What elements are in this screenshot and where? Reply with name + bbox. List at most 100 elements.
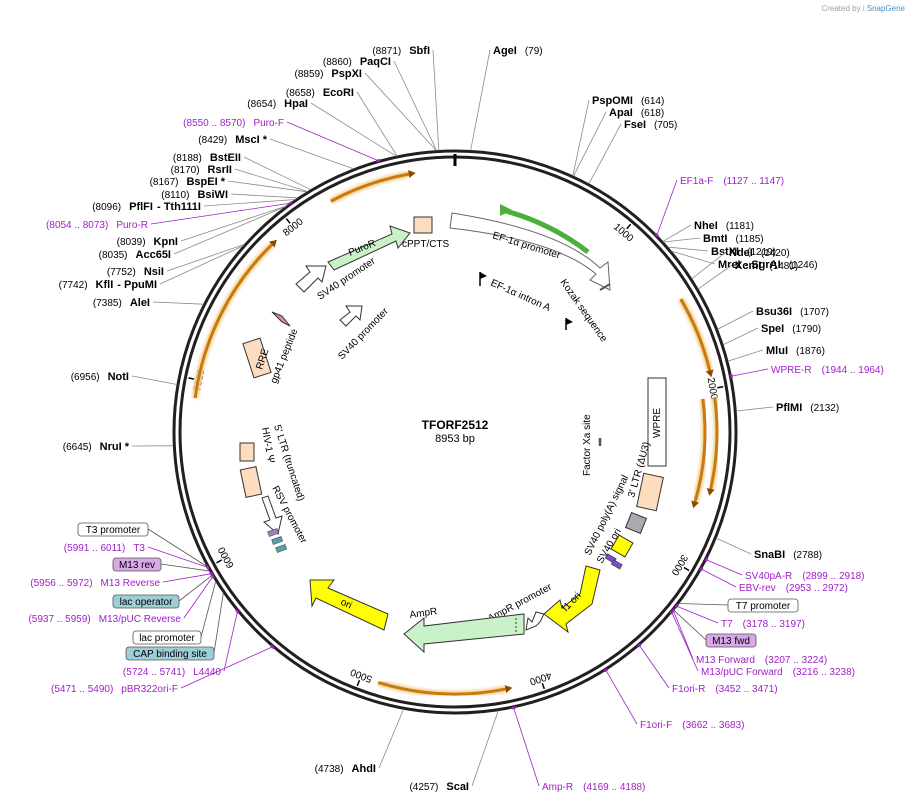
primer-leader-1 [731, 369, 768, 376]
ef1a-intron-label: EF-1α intron A [489, 278, 552, 314]
primer-range: (3207 .. 3224) [765, 655, 827, 666]
primer-range: (2899 .. 2918) [802, 571, 864, 582]
primer-mark-2 [706, 558, 708, 562]
boxed-feature-label: lac operator [120, 597, 173, 608]
site-label: (7742)KflI- PpuMI [59, 279, 157, 291]
site-name: NdeI [729, 247, 753, 259]
site-leader-33 [394, 61, 437, 151]
primer-leader-0 [657, 180, 677, 235]
primer-range: (5956 .. 5972) [30, 578, 92, 589]
site-label: (6956)NotI [71, 371, 129, 383]
small-feature-cluster-left [268, 528, 287, 552]
primer-leader-2 [706, 560, 742, 575]
site-label: (7385)AleI [93, 297, 150, 309]
site-leader-25 [231, 194, 298, 198]
sv40-polya-box [626, 513, 647, 534]
primer-range: (8550 .. 8570) [183, 118, 245, 129]
plasmid-name: TFORF2512 [422, 418, 489, 432]
gp41-peptide-label: gp41 peptide [269, 327, 301, 385]
site-name: BspEI * [186, 176, 225, 188]
site-leader-4 [663, 225, 691, 241]
site-position: (8096) [92, 202, 121, 213]
primer-range: (5991 .. 6011) [64, 543, 126, 554]
primer-label: Amp-R (4169 .. 4188) [542, 782, 645, 793]
primer-mark-13 [210, 572, 212, 575]
site-leader-14 [716, 538, 751, 554]
primer-range: (3452 .. 3471) [715, 684, 777, 695]
boxed-feature-label: T7 promoter [736, 601, 791, 612]
site-position: (1185) [735, 234, 763, 245]
site-leader-9 [698, 265, 732, 289]
site-leader-19 [153, 302, 204, 304]
site-leader-30 [311, 103, 396, 156]
site-label: (4257)ScaI [409, 781, 469, 793]
primer-label: SV40pA-R(2899 .. 2918) [745, 571, 865, 582]
primer-leader-3 [701, 569, 736, 587]
site-position: (8871) [372, 46, 401, 57]
primer-leader-7 [639, 645, 669, 688]
boxed-feature-label: CAP binding site [133, 649, 207, 660]
site-label: (8110) BsiWI [161, 189, 228, 201]
site-label: (8860)PaqCI [323, 56, 391, 68]
site-position: (614) [641, 96, 664, 107]
primer-leader-16 [287, 122, 378, 161]
primer-name: WPRE-R [771, 365, 812, 376]
site-leader-10 [718, 311, 753, 329]
site-position: (8039) [117, 237, 146, 248]
primer-label: (5724 .. 5741)L4440 [123, 667, 222, 678]
snapgene-credit: Created by ⧘ SnapGene [821, 4, 905, 14]
site-label: (6645)NruI * [63, 441, 130, 453]
site-name: AhdI [352, 763, 376, 775]
snapgene-logo: ⧘ [863, 4, 865, 13]
site-position: (8110) [161, 190, 189, 201]
orf-arc-glow-0 [331, 174, 409, 201]
site-position: (1707) [800, 307, 829, 318]
primer-range: (3178 .. 3197) [743, 619, 805, 630]
site-label: BmtI(1185) [703, 233, 764, 245]
site-leader-1 [573, 100, 589, 176]
primer-range: (1944 .. 1964) [822, 365, 884, 376]
site-leader-13 [736, 407, 773, 411]
boxed-feature-label: T3 promoter [86, 525, 141, 536]
site-position: (1420) [761, 248, 790, 259]
intron-start-flag [480, 272, 487, 286]
primer-name: Amp-R [542, 782, 573, 793]
primer-range: (4169 .. 4188) [583, 782, 645, 793]
site-position: (79) [525, 46, 543, 57]
primer-mark-1 [731, 374, 732, 378]
primer-leader-5 [673, 611, 693, 659]
site-label: MluI(1876) [766, 345, 825, 357]
primer-label: F1ori-R (3452 .. 3471) [672, 684, 778, 695]
site-name: KpnI [154, 236, 178, 248]
site-name: PflFI [129, 201, 153, 213]
site-label: NheI(1181) [694, 220, 754, 232]
primer-label: EF1a-F(1127 .. 1147) [680, 176, 784, 187]
primer-name: M13 Forward [696, 655, 755, 666]
hiv-psi-box [240, 443, 254, 461]
wpre-label: WPRE [652, 408, 663, 438]
site-leader-15 [472, 711, 498, 786]
site-name: FseI [624, 119, 646, 131]
primer-name: M13/pUC Reverse [99, 614, 182, 625]
site-name: AleI [130, 297, 150, 309]
primer-name: F1ori-R [672, 684, 705, 695]
site-name: PspXI [331, 68, 362, 80]
boxed-leader-1 [674, 610, 706, 640]
site-position: (8170) [171, 165, 200, 176]
site-name: BsiWI [197, 189, 228, 201]
site-leader-11 [723, 328, 758, 345]
site-label: (4738)AhdI [315, 763, 376, 775]
primer-leader-8 [606, 670, 637, 724]
site-label: PspOMI (614) [592, 95, 664, 107]
site-name: PspOMI [592, 95, 633, 107]
primer-name: Puro-R [116, 220, 148, 231]
site-leader-5 [663, 238, 700, 242]
primer-name: T3 [133, 543, 145, 554]
site-name: NotI [108, 371, 129, 383]
site-position: (1181) [726, 221, 754, 232]
site-name: KflI [96, 279, 114, 291]
site-position: (4257) [409, 782, 438, 793]
primer-name: Puro-F [253, 118, 284, 129]
site-label: (8429)MscI * [198, 134, 267, 146]
primer-range: (5471 .. 5490) [51, 684, 113, 695]
